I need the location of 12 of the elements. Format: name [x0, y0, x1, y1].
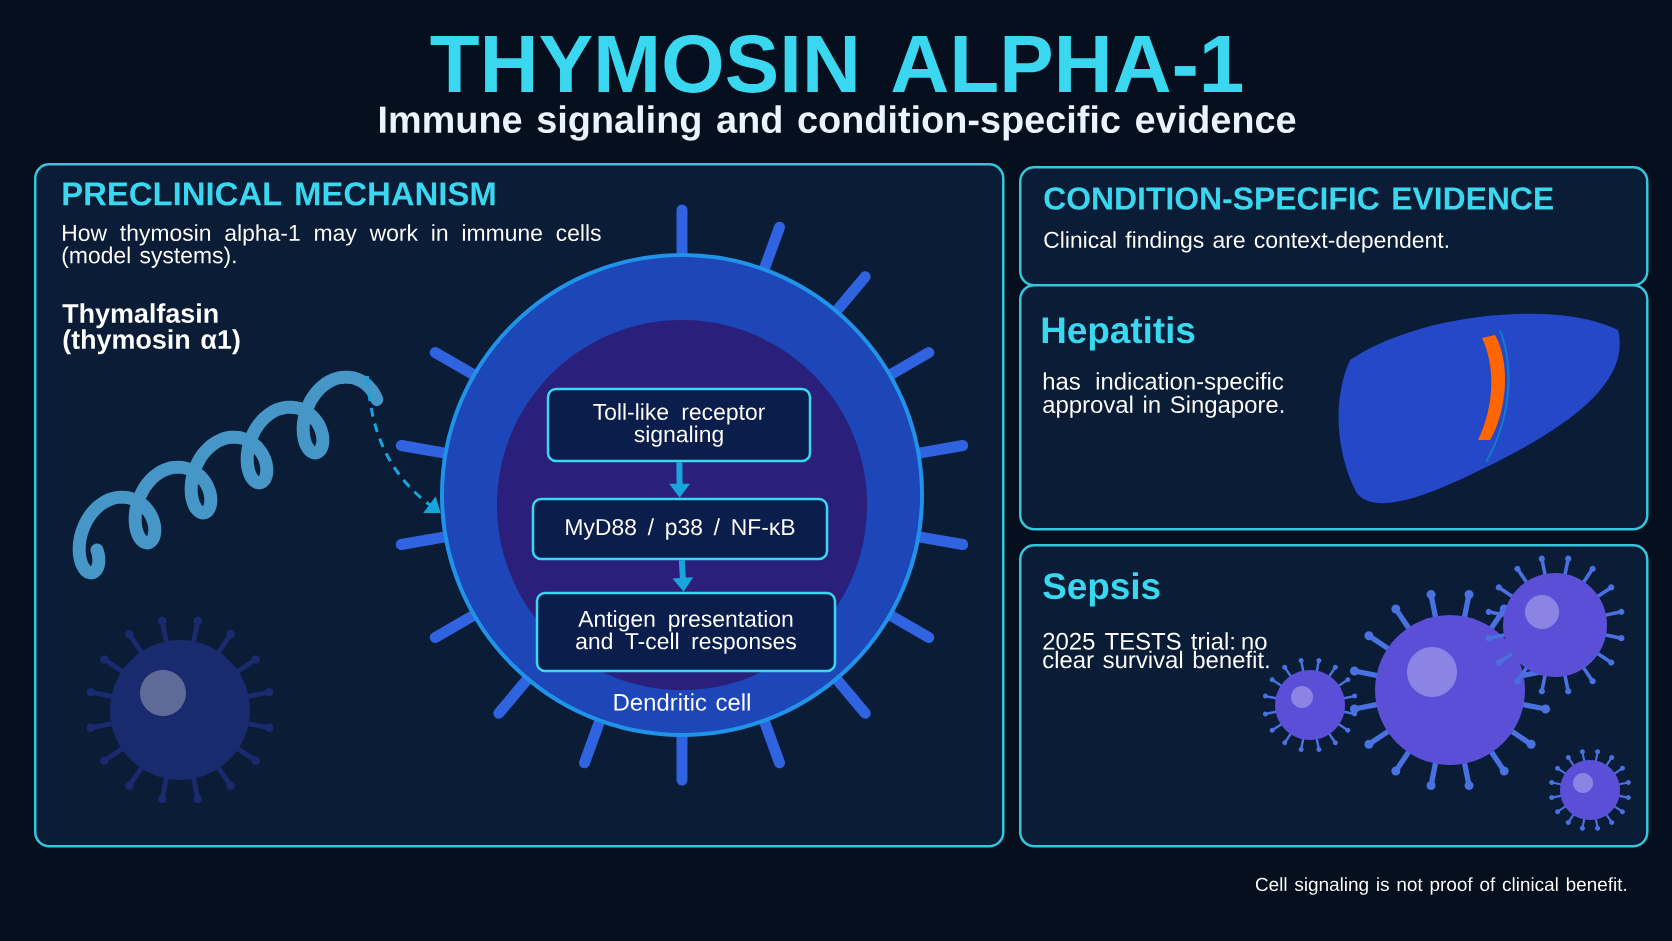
- footnote: Cell signaling is not proof of clinical benefit.: [1255, 877, 1626, 895]
- heading: Sepsis: [1043, 572, 1160, 607]
- heading: PRECLINICAL MECHANISM: [63, 182, 495, 206]
- heading: Hepatitis: [1042, 316, 1195, 351]
- body-text: How thymosin alpha-1 may work in immune cells (model systems).: [62, 224, 601, 268]
- subtitle: Immune signaling and condition-specific evidence: [380, 105, 1296, 141]
- body-text: has indication-specific approval in Singapore.: [1043, 372, 1284, 418]
- heading: CONDITION-SPECIFIC EVIDENCE: [1044, 187, 1553, 210]
- body-text: Clinical findings are context-dependent.: [1044, 231, 1448, 253]
- title: THYMOSIN ALPHA-1: [430, 35, 1242, 93]
- body-text: 2025 TESTS trial: no clear survival benefit.: [1043, 632, 1269, 669]
- label-text: Thymalfasin (thymosin α1): [62, 303, 240, 355]
